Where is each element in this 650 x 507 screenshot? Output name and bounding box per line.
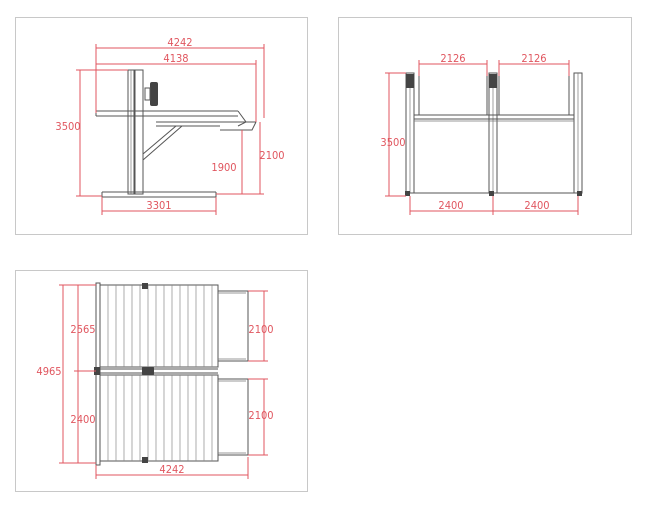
front-view-drawing: 2126 2126 3500 2400 2400 [380, 52, 583, 215]
dim-lower-ramp-width: 2100 [248, 409, 273, 422]
dim-upper-bay-depth: 2565 [70, 323, 95, 336]
side-view-panel: 4242 4138 3500 1900 2100 3301 [15, 17, 308, 235]
top-view-lower-planks [107, 375, 213, 461]
dim-overall-depth: 4965 [36, 365, 61, 378]
top-view-dimensions: 4965 2565 2400 2100 2100 4242 [36, 284, 274, 479]
dim-platform-height: 1900 [211, 161, 236, 174]
dim-lower-bay-depth: 2400 [70, 413, 95, 426]
dim-upper-ramp-width: 2100 [248, 323, 273, 336]
dim-overall-length: 4242 [167, 36, 192, 49]
dim-platform-length: 4138 [163, 52, 188, 65]
side-view-structure [95, 69, 257, 198]
dim-bay-width-right: 2126 [521, 52, 546, 65]
dim-bay-width-left: 2126 [440, 52, 465, 65]
front-view-panel: 2126 2126 3500 2400 2400 [338, 17, 632, 235]
dim-base-length: 3301 [146, 199, 171, 212]
top-view-drawing: 4965 2565 2400 2100 2100 4242 [36, 282, 274, 479]
dim-overall-height: 3500 [55, 120, 80, 133]
dim-overall-length: 4242 [159, 463, 184, 476]
top-view-panel: 4965 2565 2400 2100 2100 4242 [15, 270, 308, 492]
dim-column-spacing-left: 2400 [438, 199, 463, 212]
top-view-upper-planks [107, 285, 213, 367]
side-view-drawing: 4242 4138 3500 1900 2100 3301 [55, 36, 285, 215]
front-view-dimensions: 2126 2126 3500 2400 2400 [380, 52, 579, 215]
dim-ramp-height: 2100 [259, 149, 284, 162]
side-view-dimensions: 4242 4138 3500 1900 2100 3301 [55, 36, 285, 215]
top-view-structure [94, 282, 249, 466]
dim-column-spacing-right: 2400 [524, 199, 549, 212]
front-view-structure [405, 72, 583, 196]
dim-overall-height: 3500 [380, 136, 405, 149]
